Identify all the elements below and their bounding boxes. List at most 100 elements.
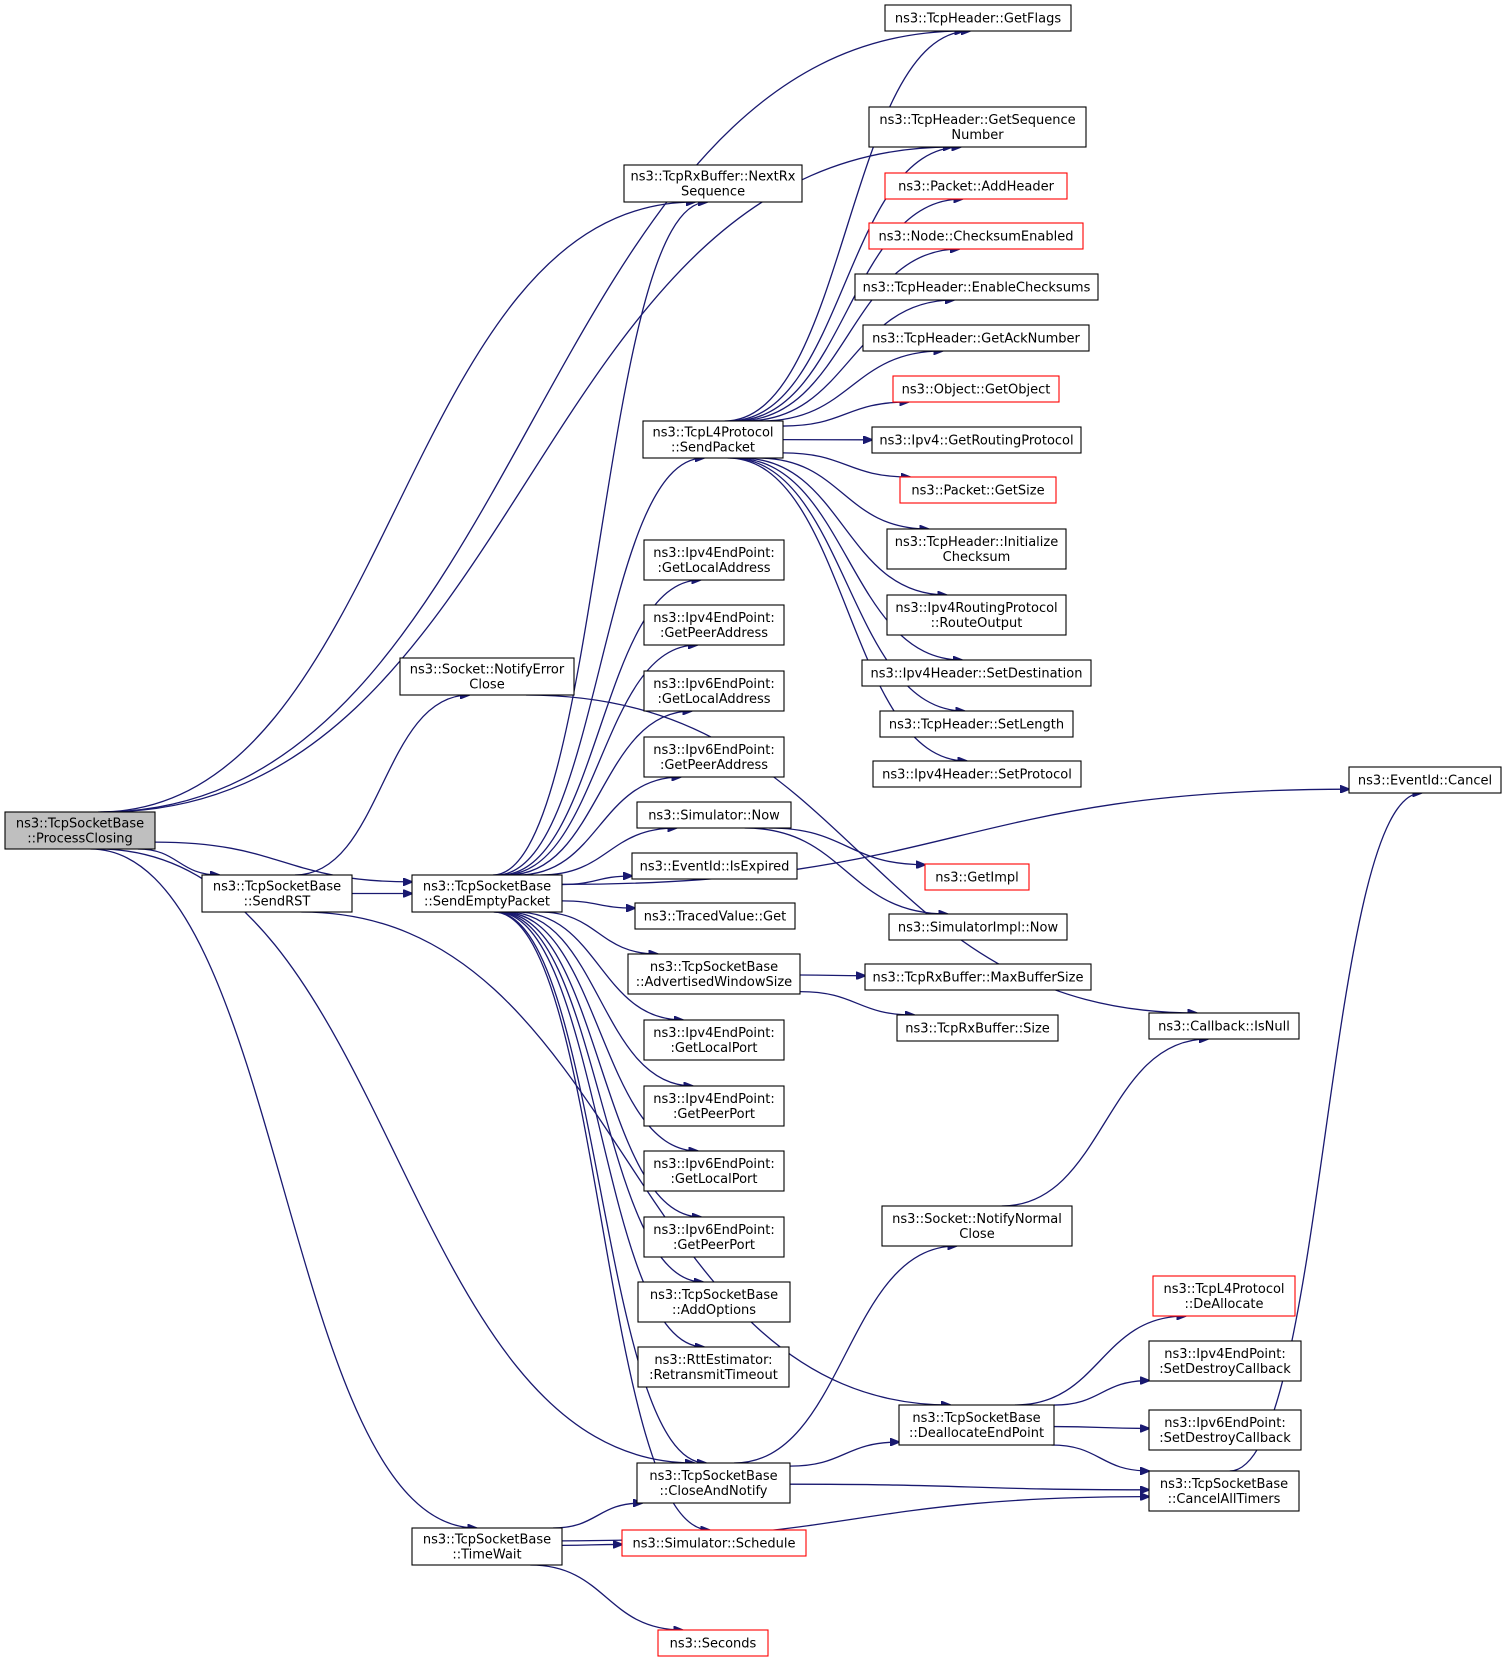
edge-send-empty-packet-to-next-rx-sequence (492, 202, 707, 876)
node-box (4, 811, 156, 850)
edge-send-empty-packet-to-add-options (497, 911, 703, 1282)
node-label: ns3::TcpSocketBase (650, 960, 778, 975)
node-ipv6-get-local-port[interactable]: ns3::Ipv6EndPoint::GetLocalPort (643, 1150, 785, 1192)
node-packet-get-size[interactable]: ns3::Packet::GetSize (899, 476, 1057, 504)
edge-send-packet-to-initialize-checksum (757, 457, 929, 529)
node-max-buffer-size[interactable]: ns3::TcpRxBuffer::MaxBufferSize (864, 963, 1092, 991)
node-label: ns3::TcpHeader::GetSequence (879, 113, 1075, 128)
node-send-packet[interactable]: ns3::TcpL4Protocol::SendPacket (642, 420, 784, 459)
node-box (201, 874, 353, 913)
edge-send-packet-to-set-protocol (727, 457, 967, 761)
edge-send-empty-packet-to-ipv6-get-local-address (507, 711, 692, 876)
node-process-closing[interactable]: ns3::TcpSocketBase::ProcessClosing (4, 811, 156, 850)
edge-process-closing-to-get-flags (100, 31, 963, 813)
node-label: ns3::TcpL4Protocol (1163, 1282, 1284, 1297)
node-box (896, 1014, 1059, 1042)
node-get-routing-protocol[interactable]: ns3::Ipv4::GetRoutingProtocol (871, 426, 1082, 454)
node-set-destination[interactable]: ns3::Ipv4Header::SetDestination (861, 659, 1092, 687)
edge-time-wait-to-close-and-notify (552, 1503, 642, 1529)
node-label: ns3::TcpRxBuffer::Size (905, 1022, 1050, 1037)
node-label: ns3::EventId::IsExpired (640, 860, 790, 875)
node-label: ns3::Ipv4EndPoint: (653, 611, 774, 626)
node-ipv6-get-peer-port[interactable]: ns3::Ipv6EndPoint::GetPeerPort (643, 1216, 785, 1258)
edge-process-closing-to-time-wait (90, 848, 477, 1528)
edge-send-packet-to-get-ack-number (760, 351, 942, 422)
edge-send-packet-to-get-object (782, 402, 908, 427)
node-seconds[interactable]: ns3::Seconds (657, 1629, 769, 1657)
node-deallocate-end-point[interactable]: ns3::TcpSocketBase::DeallocateEndPoint (898, 1404, 1055, 1446)
node-add-options[interactable]: ns3::TcpSocketBase::AddOptions (637, 1281, 791, 1323)
node-box (888, 913, 1068, 941)
node-box (879, 710, 1074, 738)
node-ipv4-get-peer-address[interactable]: ns3::Ipv4EndPoint::GetPeerAddress (643, 604, 785, 646)
node-traced-get[interactable]: ns3::TracedValue::Get (634, 902, 796, 930)
node-get-flags[interactable]: ns3::TcpHeader::GetFlags (884, 4, 1072, 32)
node-is-expired[interactable]: ns3::EventId::IsExpired (631, 852, 798, 880)
node-ipv4-get-local-address[interactable]: ns3::Ipv4EndPoint::GetLocalAddress (643, 539, 785, 581)
node-enable-checksums[interactable]: ns3::TcpHeader::EnableChecksums (854, 273, 1099, 301)
node-advertised-window-size[interactable]: ns3::TcpSocketBase::AdvertisedWindowSize (627, 953, 801, 995)
node-set-length[interactable]: ns3::TcpHeader::SetLength (879, 710, 1074, 738)
node-label: ::SendRST (244, 895, 311, 910)
node-cancel-all-timers[interactable]: ns3::TcpSocketBase::CancelAllTimers (1148, 1470, 1300, 1512)
edge-send-empty-packet-to-simulator-now (540, 828, 676, 876)
node-label: ::AdvertisedWindowSize (636, 975, 792, 990)
edge-send-packet-to-get-sequence-number (728, 147, 961, 422)
edge-send-packet-to-checksum-enabled (736, 249, 959, 422)
node-label: ns3::SimulatorImpl::Now (898, 921, 1059, 936)
node-simulator-schedule[interactable]: ns3::Simulator::Schedule (621, 1529, 807, 1557)
node-simulator-now[interactable]: ns3::Simulator::Now (636, 801, 792, 829)
node-box (868, 222, 1084, 250)
node-callback-is-null[interactable]: ns3::Callback::IsNull (1148, 1012, 1300, 1040)
node-get-object[interactable]: ns3::Object::GetObject (892, 375, 1060, 403)
node-retransmit-timeout[interactable]: ns3::RttEstimator::RetransmitTimeout (637, 1346, 790, 1388)
node-ipv4-get-local-port[interactable]: ns3::Ipv4EndPoint::GetLocalPort (643, 1019, 785, 1061)
node-ipv6-set-destroy-callback[interactable]: ns3::Ipv6EndPoint::SetDestroyCallback (1148, 1409, 1302, 1451)
node-label: ns3::TcpSocketBase (423, 1533, 551, 1548)
node-close-and-notify[interactable]: ns3::TcpSocketBase::CloseAndNotify (636, 1462, 791, 1504)
node-tcp-l4-de-allocate[interactable]: ns3::TcpL4Protocol::DeAllocate (1152, 1275, 1296, 1317)
node-get-ack-number[interactable]: ns3::TcpHeader::GetAckNumber (862, 324, 1090, 352)
node-add-header[interactable]: ns3::Packet::AddHeader (884, 172, 1068, 200)
node-box (884, 172, 1068, 200)
node-send-empty-packet[interactable]: ns3::TcpSocketBase::SendEmptyPacket (411, 874, 563, 913)
edge-advertised-window-size-to-rx-buffer-size (799, 990, 914, 1015)
node-box (1148, 1340, 1302, 1382)
edge-process-closing-to-close-and-notify (97, 848, 694, 1463)
node-simulator-impl-now[interactable]: ns3::SimulatorImpl::Now (888, 913, 1068, 941)
node-ipv6-get-peer-address[interactable]: ns3::Ipv6EndPoint::GetPeerAddress (643, 736, 785, 778)
node-time-wait[interactable]: ns3::TcpSocketBase::TimeWait (411, 1527, 563, 1566)
edge-time-wait-to-simulator-schedule (561, 1544, 622, 1545)
node-box (854, 273, 1099, 301)
edge-notify-normal-close-to-callback-is-null (1001, 1039, 1208, 1207)
node-rx-buffer-size[interactable]: ns3::TcpRxBuffer::Size (896, 1014, 1059, 1042)
node-route-output[interactable]: ns3::Ipv4RoutingProtocol::RouteOutput (886, 594, 1067, 636)
edge-process-closing-to-send-empty-packet (154, 841, 412, 882)
node-event-id-cancel[interactable]: ns3::EventId::Cancel (1348, 766, 1502, 794)
node-ipv4-get-peer-port[interactable]: ns3::Ipv4EndPoint::GetPeerPort (643, 1085, 785, 1127)
node-send-rst[interactable]: ns3::TcpSocketBase::SendRST (201, 874, 353, 913)
node-ipv4-set-destroy-callback[interactable]: ns3::Ipv4EndPoint::SetDestroyCallback (1148, 1340, 1302, 1382)
node-set-protocol[interactable]: ns3::Ipv4Header::SetProtocol (872, 760, 1082, 788)
edge-send-empty-packet-to-traced-get (561, 900, 635, 908)
node-label: ::CloseAndNotify (660, 1484, 768, 1499)
node-label: ns3::TcpHeader::EnableChecksums (863, 281, 1091, 296)
edge-send-packet-to-set-destination (733, 457, 962, 660)
node-layer: ns3::TcpSocketBase::ProcessClosingns3::T… (4, 4, 1502, 1657)
node-label: ns3::Ipv4EndPoint: (653, 1026, 774, 1041)
node-ipv6-get-local-address[interactable]: ns3::Ipv6EndPoint::GetLocalAddress (643, 670, 785, 712)
node-box (657, 1629, 769, 1657)
edge-send-empty-packet-to-ipv6-get-peer-address (517, 777, 681, 876)
node-get-impl[interactable]: ns3::GetImpl (924, 863, 1030, 891)
node-box (868, 106, 1087, 148)
edge-send-empty-packet-to-ipv6-get-peer-port (499, 911, 701, 1217)
node-checksum-enabled[interactable]: ns3::Node::ChecksumEnabled (868, 222, 1084, 250)
node-label: ns3::Seconds (670, 1637, 757, 1652)
node-box (643, 1019, 785, 1061)
edge-deallocate-end-point-to-ipv4-set-destroy-callback (1053, 1381, 1149, 1406)
